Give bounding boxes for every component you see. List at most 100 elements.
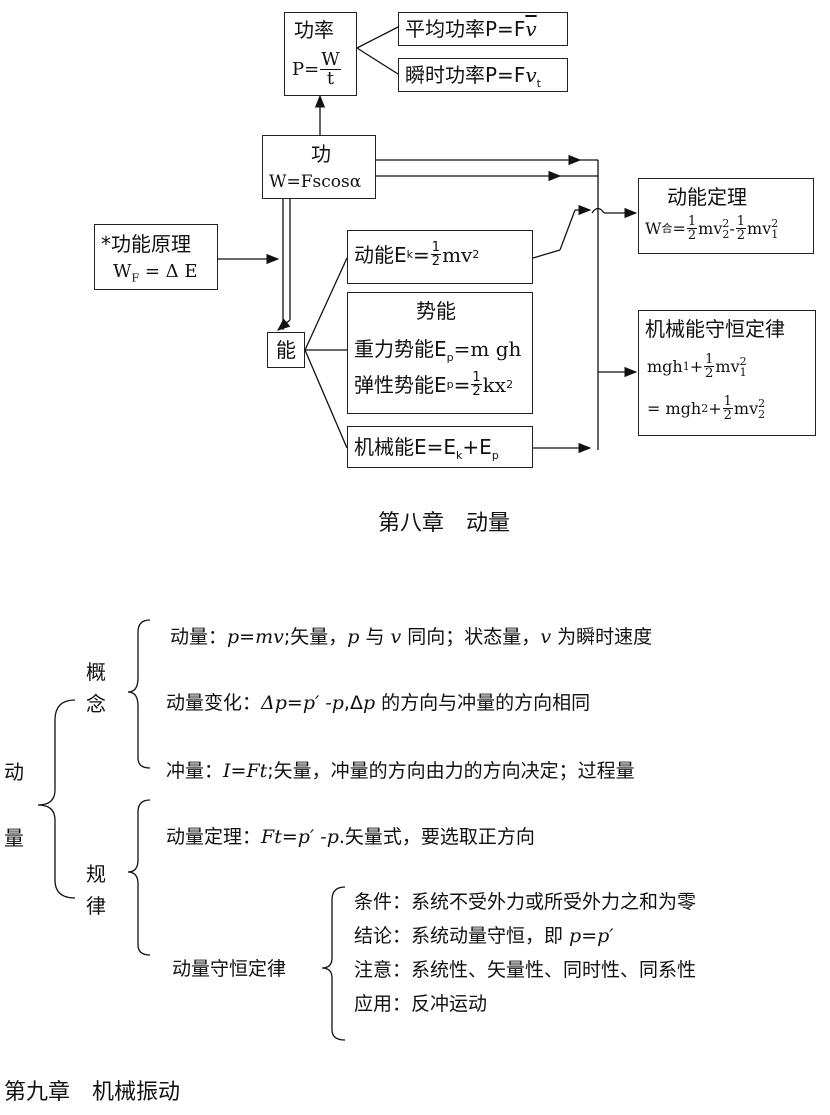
condition-line: 条件：系统不受外力或所受外力之和为零 bbox=[354, 891, 697, 913]
kinetic-tail: mv bbox=[442, 242, 473, 267]
work-title: 功 bbox=[311, 142, 331, 166]
energy-box: 能 bbox=[267, 332, 305, 368]
theorem-formula: Ft=p′ -p bbox=[261, 826, 339, 848]
elastic-sub: p bbox=[446, 378, 454, 391]
impulse-formula: I=Ft bbox=[223, 760, 268, 782]
change-text2: 的方向与冲量的方向相同 bbox=[375, 692, 591, 714]
power-frac-num: W bbox=[320, 49, 341, 70]
avg-power-box: 平均功率P=Fv bbox=[398, 12, 568, 46]
theorem-text: .矢量式，要选取正方向 bbox=[338, 826, 535, 848]
work-formula: W=Fscosα bbox=[269, 172, 362, 192]
cons-l2c-sup: 2 bbox=[758, 396, 766, 410]
cons-num2: 1 bbox=[722, 394, 733, 409]
elastic-sup: 2 bbox=[506, 378, 514, 391]
momentum-line: 动量：p=mv;矢量，p 与 v 同向；状态量，v 为瞬时速度 bbox=[170, 628, 652, 647]
change-line: 动量变化：Δp=p′ -p,Δp 的方向与冲量的方向相同 bbox=[166, 694, 590, 713]
ke-minus: - bbox=[729, 218, 735, 238]
change-text1: ,Δ bbox=[343, 692, 363, 714]
conservation-title: 机械能守恒定律 bbox=[645, 317, 785, 341]
change-formula: Δp=p′ -p bbox=[261, 692, 344, 714]
momentum-text2: 与 bbox=[359, 626, 391, 648]
ke-t2: mv bbox=[747, 218, 772, 238]
elastic-num: 1 bbox=[471, 370, 482, 385]
principle-lhs: W bbox=[113, 261, 132, 282]
mechanical-label: 机械能E=E bbox=[354, 435, 457, 459]
gravity-tail: =m gh bbox=[453, 337, 522, 361]
conclusion-line: 结论：系统动量守恒，即 p=p′ bbox=[354, 927, 614, 946]
root-char-2: 量 bbox=[4, 826, 24, 850]
ke-eq: = bbox=[672, 218, 686, 238]
principle-rhs: = Δ E bbox=[139, 261, 198, 282]
cons-l2c: mv bbox=[733, 398, 759, 418]
momentum-prefix: 动量： bbox=[170, 626, 228, 648]
elastic-den: 2 bbox=[472, 384, 481, 399]
impulse-line: 冲量：I=Ft;矢量，冲量的方向由力的方向决定；过程量 bbox=[166, 762, 635, 781]
ke-lhs: W bbox=[645, 218, 662, 238]
kinetic-den: 2 bbox=[431, 254, 441, 269]
theorem-line: 动量定理：Ft=p′ -p.矢量式，要选取正方向 bbox=[166, 828, 535, 847]
elastic-label: 弹性势能E bbox=[354, 372, 447, 397]
momentum-v: v bbox=[390, 626, 402, 648]
gravity-label: 重力势能E bbox=[354, 337, 447, 361]
mechanical-sub1: k bbox=[456, 449, 463, 462]
kinetic-label: 动能E bbox=[354, 242, 407, 267]
momentum-text3: 同向；状态量， bbox=[401, 626, 541, 648]
law-char-1: 规 bbox=[86, 862, 106, 886]
elastic-tail: kx bbox=[482, 372, 507, 397]
ke-t2-sup: 2 bbox=[771, 216, 779, 230]
energy-title: 能 bbox=[276, 338, 296, 362]
cons-l1a-sub: 1 bbox=[682, 360, 690, 373]
inst-power-box: 瞬时功率P=Fvt bbox=[398, 58, 568, 92]
principle-box: *功能原理 WF = Δ E bbox=[94, 224, 218, 290]
power-box: 功率 P= W t bbox=[284, 12, 357, 96]
elastic-eq: = bbox=[453, 372, 471, 397]
ke-num2: 1 bbox=[735, 214, 747, 229]
conservation-label: 动量守恒定律 bbox=[172, 958, 287, 980]
power-formula-lhs: P= bbox=[292, 58, 320, 80]
ke-den1: 2 bbox=[687, 228, 697, 243]
inst-power-var: v bbox=[525, 63, 537, 87]
cons-num1: 1 bbox=[704, 352, 715, 367]
cons-l1c: mv bbox=[715, 356, 740, 376]
conclusion-formula: p=p′ bbox=[569, 925, 614, 947]
power-title: 功率 bbox=[294, 18, 334, 42]
principle-formula: WF = Δ E bbox=[113, 263, 198, 284]
impulse-text: ;矢量，冲量的方向由力的方向决定；过程量 bbox=[267, 760, 635, 782]
ke-den2: 2 bbox=[736, 228, 746, 243]
kinetic-sup: 2 bbox=[472, 248, 480, 261]
mechanical-sub2: p bbox=[491, 449, 499, 462]
cons-den1: 2 bbox=[705, 366, 714, 381]
concept-char-1: 概 bbox=[86, 660, 106, 684]
kinetic-sub: k bbox=[406, 248, 414, 261]
chapter9-heading: 第九章 机械振动 bbox=[4, 1080, 181, 1105]
ke-lhs-sub: 合 bbox=[661, 222, 673, 235]
ke-t1-sub: 2 bbox=[722, 227, 730, 241]
kinetic-num: 1 bbox=[430, 240, 442, 255]
gravity-formula: 重力势能Ep=m gh bbox=[354, 339, 521, 363]
principle-sub: F bbox=[131, 271, 140, 285]
cons-l2c-sub: 2 bbox=[758, 407, 766, 421]
root-char-1: 动 bbox=[4, 760, 24, 784]
power-frac-den: t bbox=[326, 68, 335, 89]
cons-l2a-sub: 2 bbox=[701, 402, 709, 415]
avg-power-var: v bbox=[525, 17, 537, 41]
power-fraction: W t bbox=[320, 51, 341, 88]
inst-power-text: 瞬时功率P=F bbox=[405, 63, 526, 87]
inst-power-sub: t bbox=[536, 77, 541, 90]
mechanical-box: 机械能E=Ek+Ep bbox=[347, 426, 533, 468]
application-line: 应用：反冲运动 bbox=[354, 993, 488, 1015]
momentum-text4: 为瞬时速度 bbox=[551, 626, 653, 648]
impulse-prefix: 冲量： bbox=[166, 760, 224, 782]
